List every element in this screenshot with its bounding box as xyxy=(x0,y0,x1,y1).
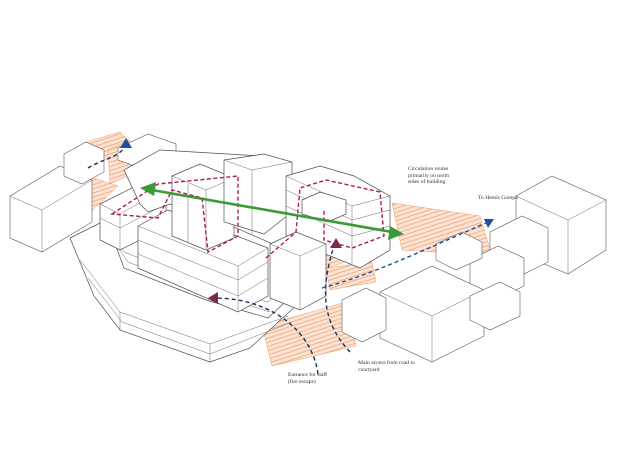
main-building xyxy=(69,149,391,363)
access-arrowheads xyxy=(120,138,494,304)
building-central-block xyxy=(137,209,269,313)
north-exit-path xyxy=(87,145,127,169)
arrowhead-right-icon xyxy=(388,226,404,240)
hemis-gompa-label: To Hemis Gompa xyxy=(478,195,518,201)
arrowhead-up-icon xyxy=(120,138,132,148)
main-access-line-1: Main access from road to xyxy=(358,360,415,366)
building-south-block xyxy=(269,231,327,311)
circulation-note-line-3: sides of building xyxy=(408,179,446,186)
arrowhead-up-right-icon xyxy=(484,219,494,228)
building-north-wing xyxy=(223,153,293,235)
hemis-route-path xyxy=(321,221,489,289)
circulation-routes xyxy=(109,175,385,259)
context-northwest-block xyxy=(63,141,105,185)
circulation-note: Circulation routes primarily on north si… xyxy=(408,166,484,186)
arrowhead-left-icon xyxy=(140,182,156,196)
circulation-route-west xyxy=(109,175,239,254)
main-access-label: Main access from road to courtyard xyxy=(358,360,438,373)
context-buildings xyxy=(9,133,607,363)
terrain-southeast xyxy=(325,261,377,291)
context-far-east-block xyxy=(469,281,521,331)
context-west-block xyxy=(9,165,93,253)
circulation-note-line-1: Circulation routes xyxy=(408,166,449,172)
visual-axis xyxy=(140,182,404,240)
main-access-path xyxy=(324,245,351,353)
staff-entrance-line-1: Entrance for staff xyxy=(288,372,328,378)
arrowhead-up-icon xyxy=(330,238,342,248)
main-access-line-2: courtyard xyxy=(358,366,380,373)
circulation-route-east xyxy=(265,179,385,259)
building-east-court xyxy=(301,191,347,223)
terrain-south xyxy=(261,301,357,367)
staff-entrance-line-2: (fire escape) xyxy=(288,378,316,385)
context-east-low-block xyxy=(435,231,483,271)
arrowhead-left-icon xyxy=(208,292,218,304)
staff-entrance-label: Entrance for staff (fire escape) xyxy=(288,372,360,385)
staff-entrance-path xyxy=(213,297,319,375)
axis-line xyxy=(151,188,393,234)
circulation-note-line-2: primarily on north xyxy=(408,172,450,179)
access-paths xyxy=(87,145,489,375)
context-southeast-block xyxy=(379,265,485,363)
context-south-block xyxy=(341,287,387,343)
